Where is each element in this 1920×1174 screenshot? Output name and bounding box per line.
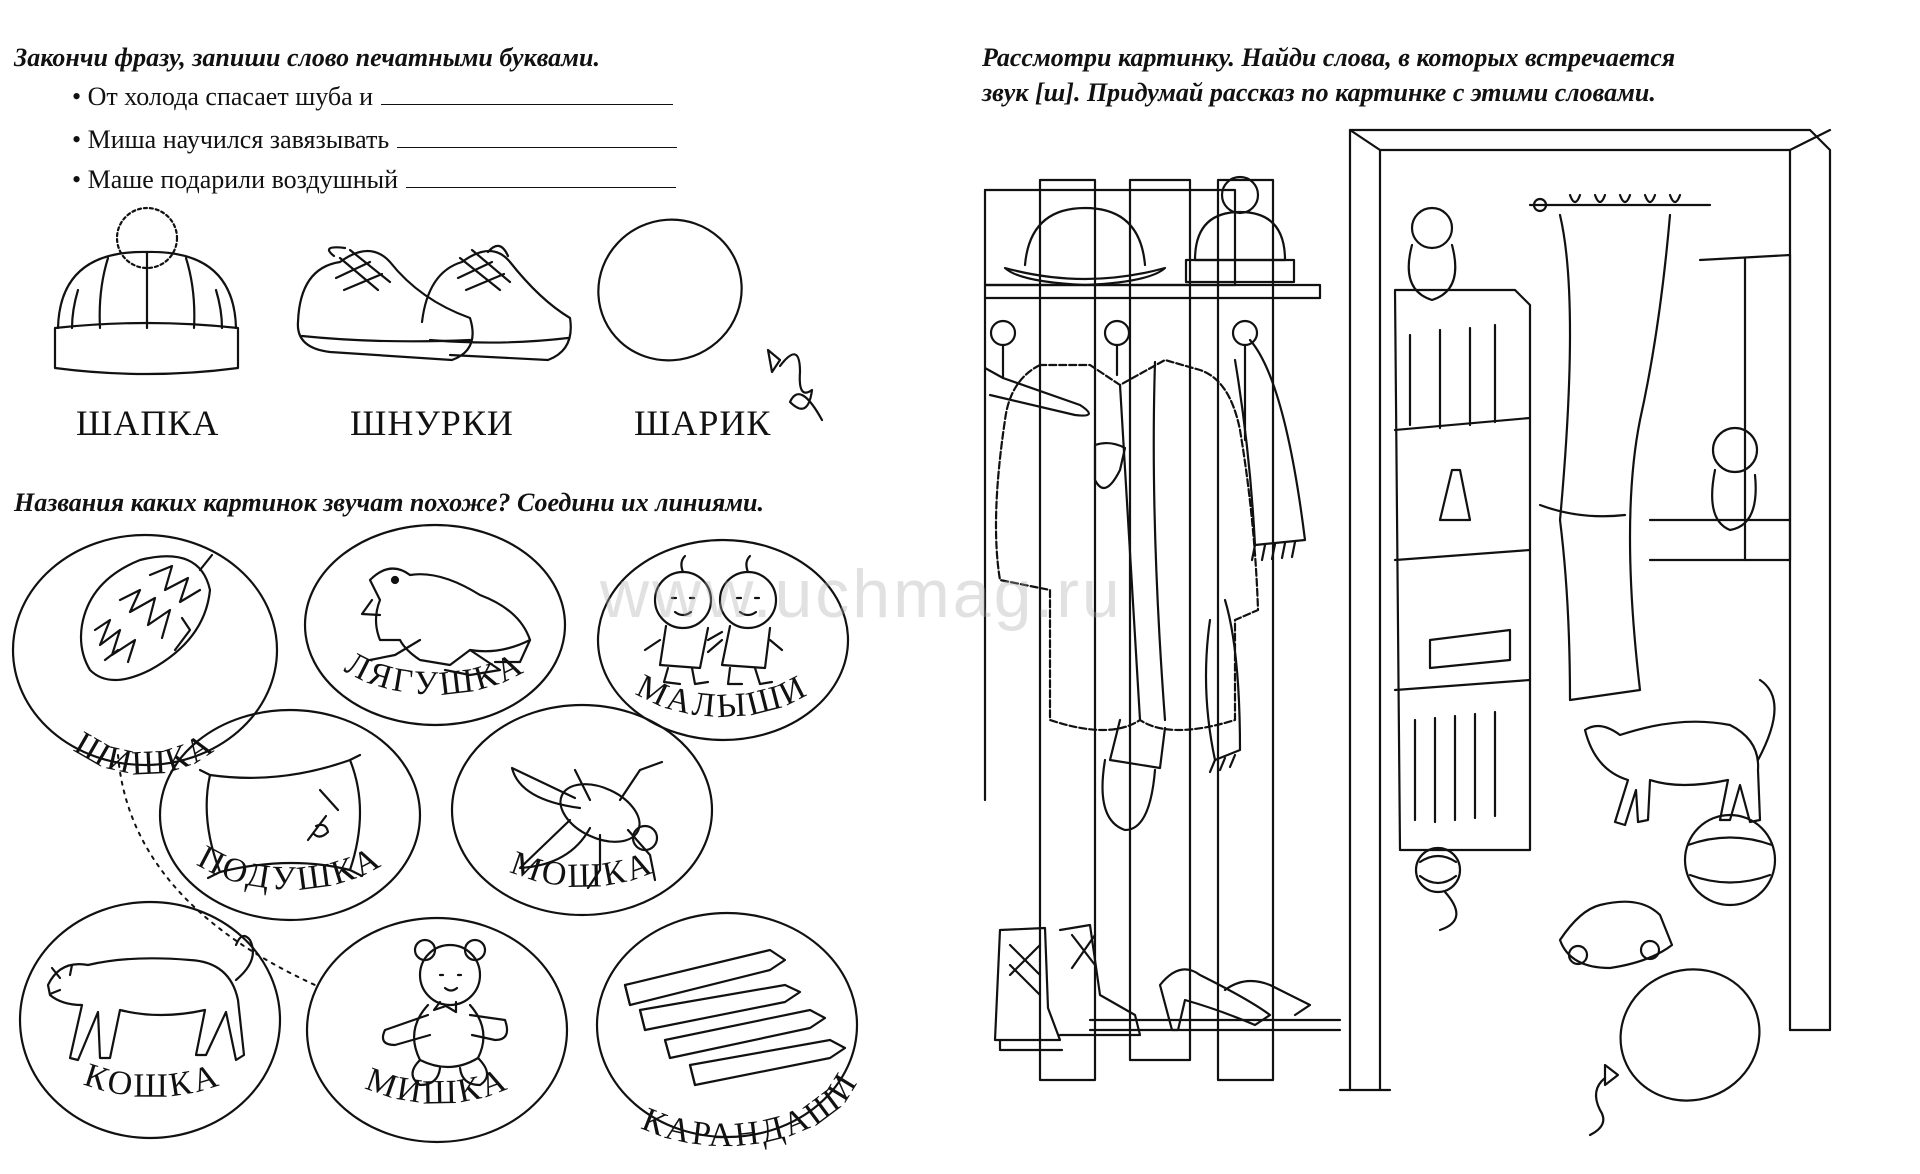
high-heels-icon <box>1158 968 1312 1032</box>
sentence-3-text: Маше подарили воздушный <box>87 165 399 194</box>
sentence-2: • Миша научился завязывать <box>72 123 678 157</box>
answer-line-3[interactable] <box>406 165 677 188</box>
hallway-scene <box>983 128 1832 1137</box>
curtain-icon <box>1528 193 1712 702</box>
balloon-icon <box>597 218 824 422</box>
ball-icon <box>1683 813 1777 907</box>
scarf-icon <box>1204 338 1307 774</box>
sentence-1: • От холода спасает шуба и <box>72 80 674 114</box>
label-lyagushka: ЛЯГУШКА <box>339 645 531 703</box>
oval-frames <box>11 523 859 1144</box>
right-instruction-line-1: Рассмотри картинку. Найди слова, в котор… <box>982 43 1676 72</box>
sentence-1-text: От холода спасает шуба и <box>87 82 374 111</box>
babies-icon <box>643 554 784 686</box>
window-icon <box>1648 253 1792 562</box>
connecting-line <box>117 754 316 986</box>
hat-icon <box>53 206 240 376</box>
label-koshka: КОШКА <box>80 1057 225 1105</box>
task1-instruction: Закончи фразу, запиши слово печатными бу… <box>14 43 600 72</box>
bowler-hat-icon <box>1003 206 1167 287</box>
label-mishka: МИШКА <box>361 1061 514 1112</box>
answer-line-1[interactable] <box>381 82 674 105</box>
cat-icon <box>46 934 254 1062</box>
yarn-ball-icon <box>1414 846 1462 932</box>
sentence-3: • Маше подарили воздушный <box>72 163 677 197</box>
right-instruction-line-2: звук [ш]. Придумай рассказ по картинке с… <box>982 78 1656 107</box>
label-moshka: МОШКА <box>506 844 659 895</box>
label-malyshi: МАЛЫШИ <box>631 668 815 726</box>
teddy-bear-icon <box>381 938 509 1087</box>
small-teddy-icon <box>1711 426 1759 532</box>
label-shishka: ШИШКА <box>68 725 222 783</box>
coat-rack <box>983 178 1322 1082</box>
label-karandashi: КАРАНДАШИ <box>637 1065 866 1154</box>
sentence-2-text: Миша научился завязывать <box>87 125 390 154</box>
room-balloon-icon <box>1588 968 1761 1137</box>
label-podushka: ПОДУШКА <box>192 839 389 898</box>
frog-icon <box>360 567 532 677</box>
pillow-icon <box>198 753 364 880</box>
oval-shishka <box>11 533 279 767</box>
winter-hat-icon <box>1184 175 1296 284</box>
answer-line-2[interactable] <box>397 125 678 148</box>
doorway <box>1088 128 1832 1092</box>
word-shapka: ШАПКА <box>76 403 220 443</box>
fly-icon <box>510 760 664 890</box>
pencils-icon <box>623 948 847 1087</box>
sneakers-icon <box>296 244 572 362</box>
watermark: www.uchmag.ru <box>600 556 1123 632</box>
toy-car-icon <box>1558 900 1674 970</box>
word-shnurki: ШНУРКИ <box>350 403 514 443</box>
pinecone-icon <box>79 553 214 681</box>
boots-icon <box>993 923 1142 1052</box>
roly-poly-toy-icon <box>1407 206 1457 302</box>
bookshelf-icon <box>1393 288 1532 852</box>
word-sharik: ШАРИК <box>634 403 772 443</box>
fur-coat-icon <box>994 358 1260 832</box>
task2-instruction: Названия каких картинок звучат похоже? С… <box>14 488 765 517</box>
cat-scene-icon <box>1583 678 1776 827</box>
